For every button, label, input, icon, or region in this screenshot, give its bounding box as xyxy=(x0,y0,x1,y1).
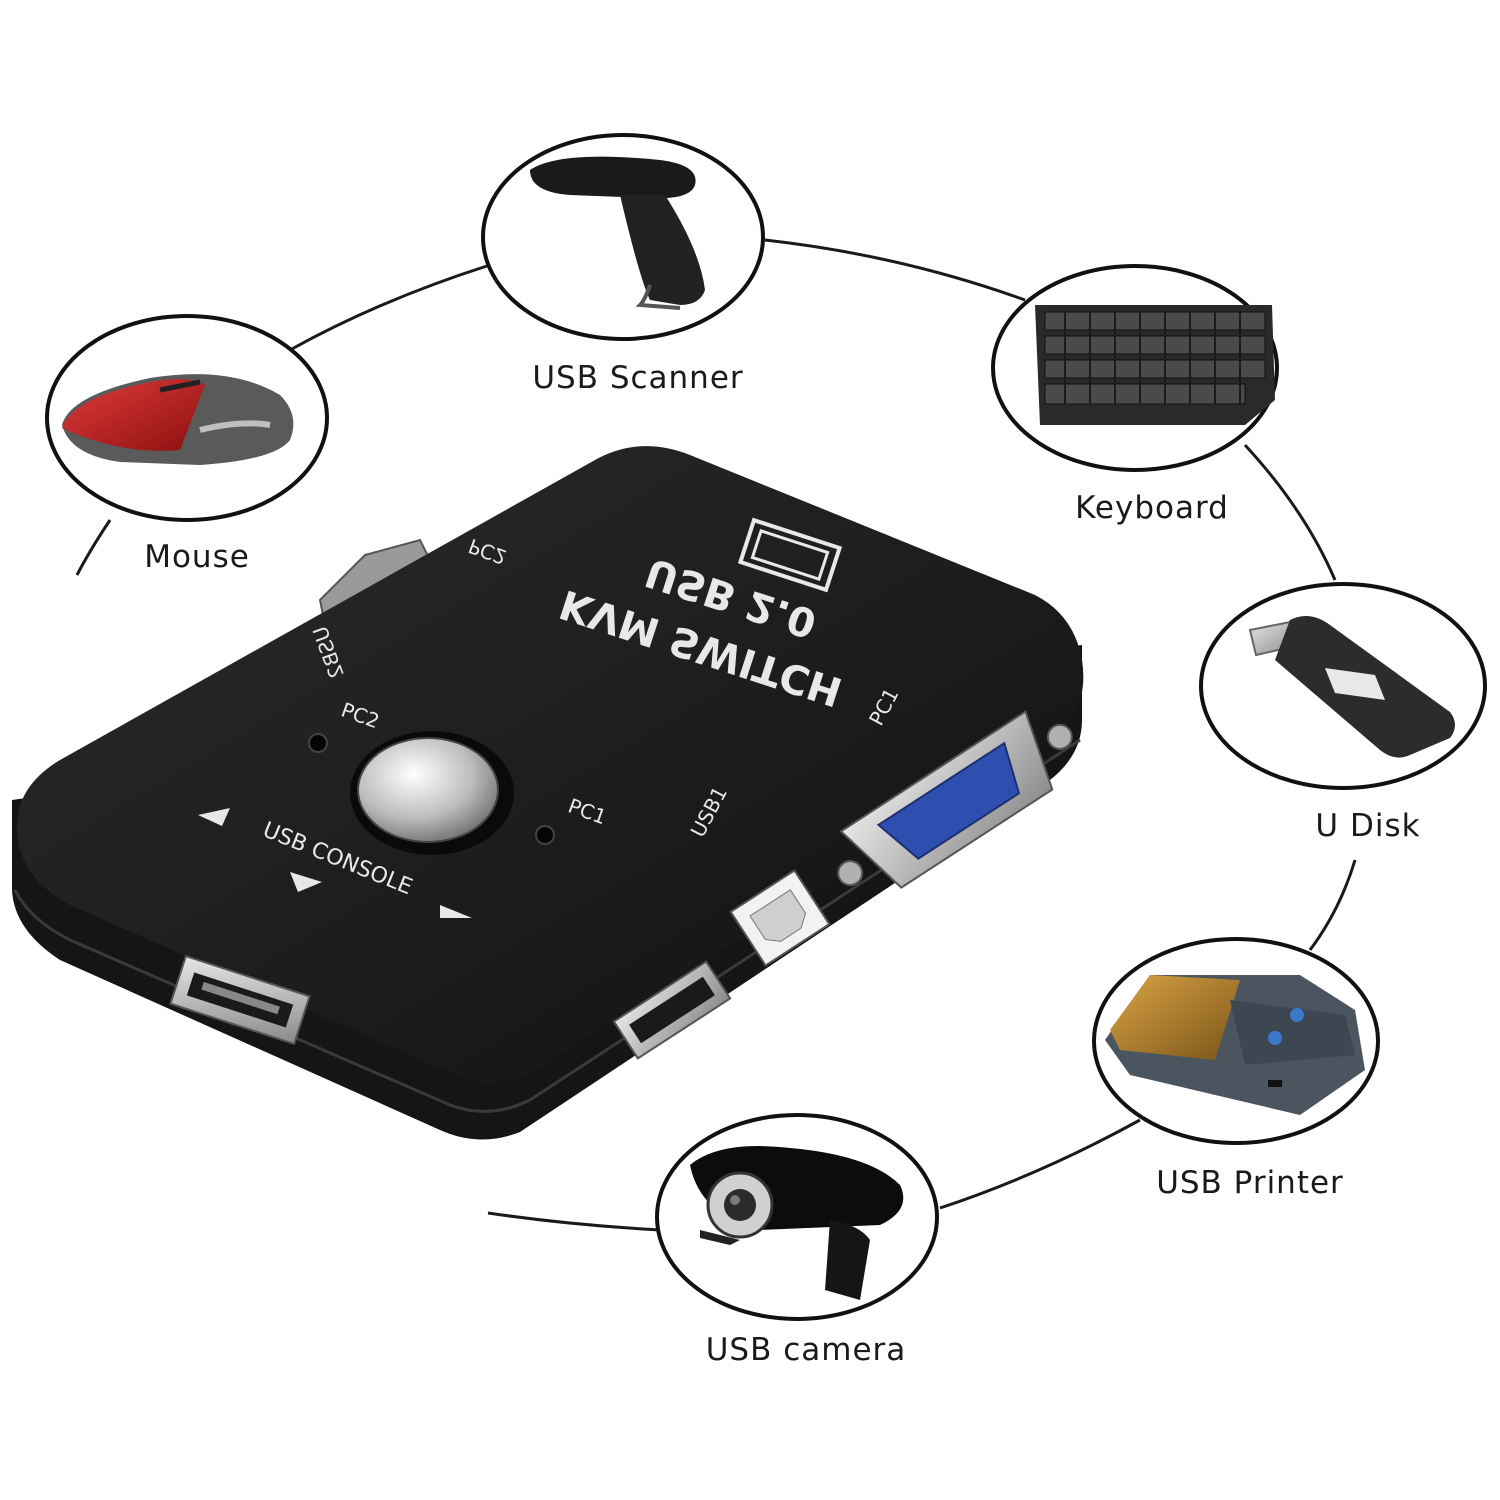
label-usb-printer: USB Printer xyxy=(1156,1165,1344,1201)
peripheral-usb-printer: USB Printer xyxy=(1092,937,1380,1201)
line-keyboard-to-udisk xyxy=(1243,443,1337,581)
keyboard-icon xyxy=(1035,305,1275,425)
line-mouse-to-scanner xyxy=(289,263,491,352)
device-top-face xyxy=(16,446,1084,1083)
led-pc1 xyxy=(535,825,555,845)
usb-console-port[interactable] xyxy=(169,954,311,1046)
line-scanner-to-keyboard xyxy=(764,238,1026,302)
peripheral-usb-scanner: USB Scanner xyxy=(481,133,765,396)
vga-port[interactable] xyxy=(818,697,1091,913)
line-udisk-to-printer xyxy=(1308,859,1357,951)
line-mouse-left-end xyxy=(75,519,112,576)
connection-lines xyxy=(75,238,1357,1232)
usb-b-port[interactable] xyxy=(729,869,831,967)
device-seam xyxy=(13,738,1081,1113)
barcode-scanner-icon xyxy=(530,156,705,310)
peripheral-mouse: Mouse xyxy=(45,314,329,575)
usb-logo-icon xyxy=(737,517,843,593)
console-arrow-left-icon xyxy=(198,808,230,826)
peripheral-usb-camera: USB camera xyxy=(655,1113,939,1368)
led-pc2 xyxy=(308,733,328,753)
console-arrow-down-icon xyxy=(290,872,322,892)
label-keyboard: Keyboard xyxy=(1075,490,1229,526)
switch-button[interactable] xyxy=(350,731,514,855)
webcam-icon xyxy=(690,1146,904,1300)
usb-a-side-port[interactable] xyxy=(612,960,732,1060)
peripheral-u-disk: U Disk xyxy=(1199,582,1487,844)
label-usb-camera: USB camera xyxy=(706,1332,907,1368)
line-camera-left-end xyxy=(487,1211,661,1232)
label-u-disk: U Disk xyxy=(1315,808,1420,844)
label-usb-scanner: USB Scanner xyxy=(532,360,743,396)
kvm-switch-device: USB 2.0 KVM SWITCH PC2 USB2 PC2 PC1 USB1… xyxy=(12,446,1091,1140)
label-mouse: Mouse xyxy=(144,539,250,575)
console-arrow-right-icon xyxy=(440,905,472,918)
printer-icon xyxy=(1105,975,1365,1115)
mouse-icon xyxy=(62,374,294,465)
line-printer-to-camera xyxy=(939,1118,1141,1210)
peripheral-keyboard: Keyboard xyxy=(991,264,1279,526)
usb-flash-drive-icon xyxy=(1248,616,1455,758)
